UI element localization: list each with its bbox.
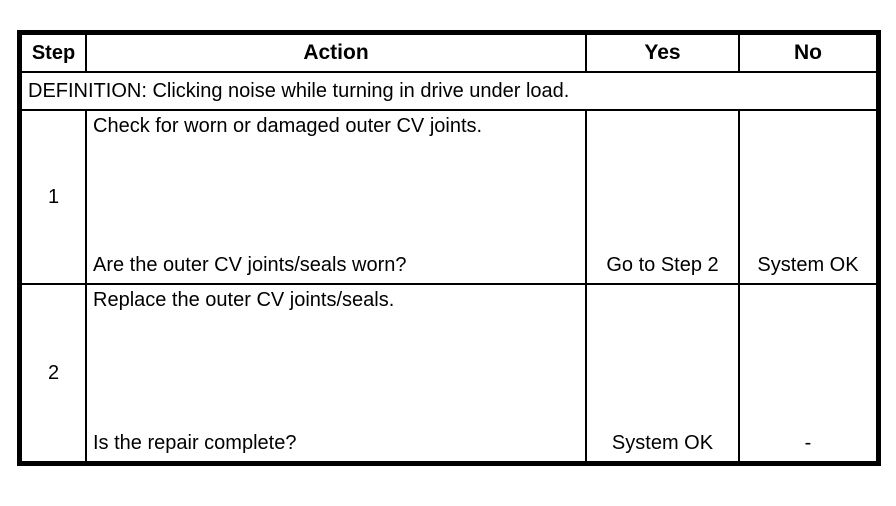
action-cell-1: Check for worn or damaged outer CV joint… — [85, 109, 587, 285]
action-question-2: Is the repair complete? — [93, 432, 297, 454]
no-cell-1: System OK — [738, 109, 878, 285]
table-row: 1 Check for worn or damaged outer CV joi… — [20, 109, 878, 285]
yes-cell-1: Go to Step 2 — [585, 109, 740, 285]
yes-result-2: System OK — [611, 432, 714, 454]
yes-result-1: Go to Step 2 — [606, 254, 719, 276]
action-instruction-1: Check for worn or damaged outer CV joint… — [93, 115, 483, 137]
no-cell-2: - — [738, 283, 878, 463]
action-instruction-2: Replace the outer CV joints/seals. — [93, 289, 395, 311]
step-number-2: 2 — [20, 283, 87, 463]
yes-cell-2: System OK — [585, 283, 740, 463]
column-header-no: No — [738, 33, 878, 73]
action-question-1: Are the outer CV joints/seals worn? — [93, 254, 407, 276]
table-row: 2 Replace the outer CV joints/seals. Is … — [20, 283, 878, 463]
column-header-yes: Yes — [585, 33, 740, 73]
definition-text: DEFINITION: Clicking noise while turning… — [20, 71, 878, 111]
no-result-2: - — [804, 432, 812, 454]
column-header-step: Step — [20, 33, 87, 73]
step-number-1: 1 — [20, 109, 87, 285]
action-cell-2: Replace the outer CV joints/seals. Is th… — [85, 283, 587, 463]
no-result-1: System OK — [757, 254, 859, 276]
definition-row: DEFINITION: Clicking noise while turning… — [20, 71, 878, 111]
column-header-action: Action — [85, 33, 587, 73]
table-header-row: Step Action Yes No — [20, 33, 878, 73]
diagnostic-table: Step Action Yes No DEFINITION: Clicking … — [17, 30, 881, 466]
